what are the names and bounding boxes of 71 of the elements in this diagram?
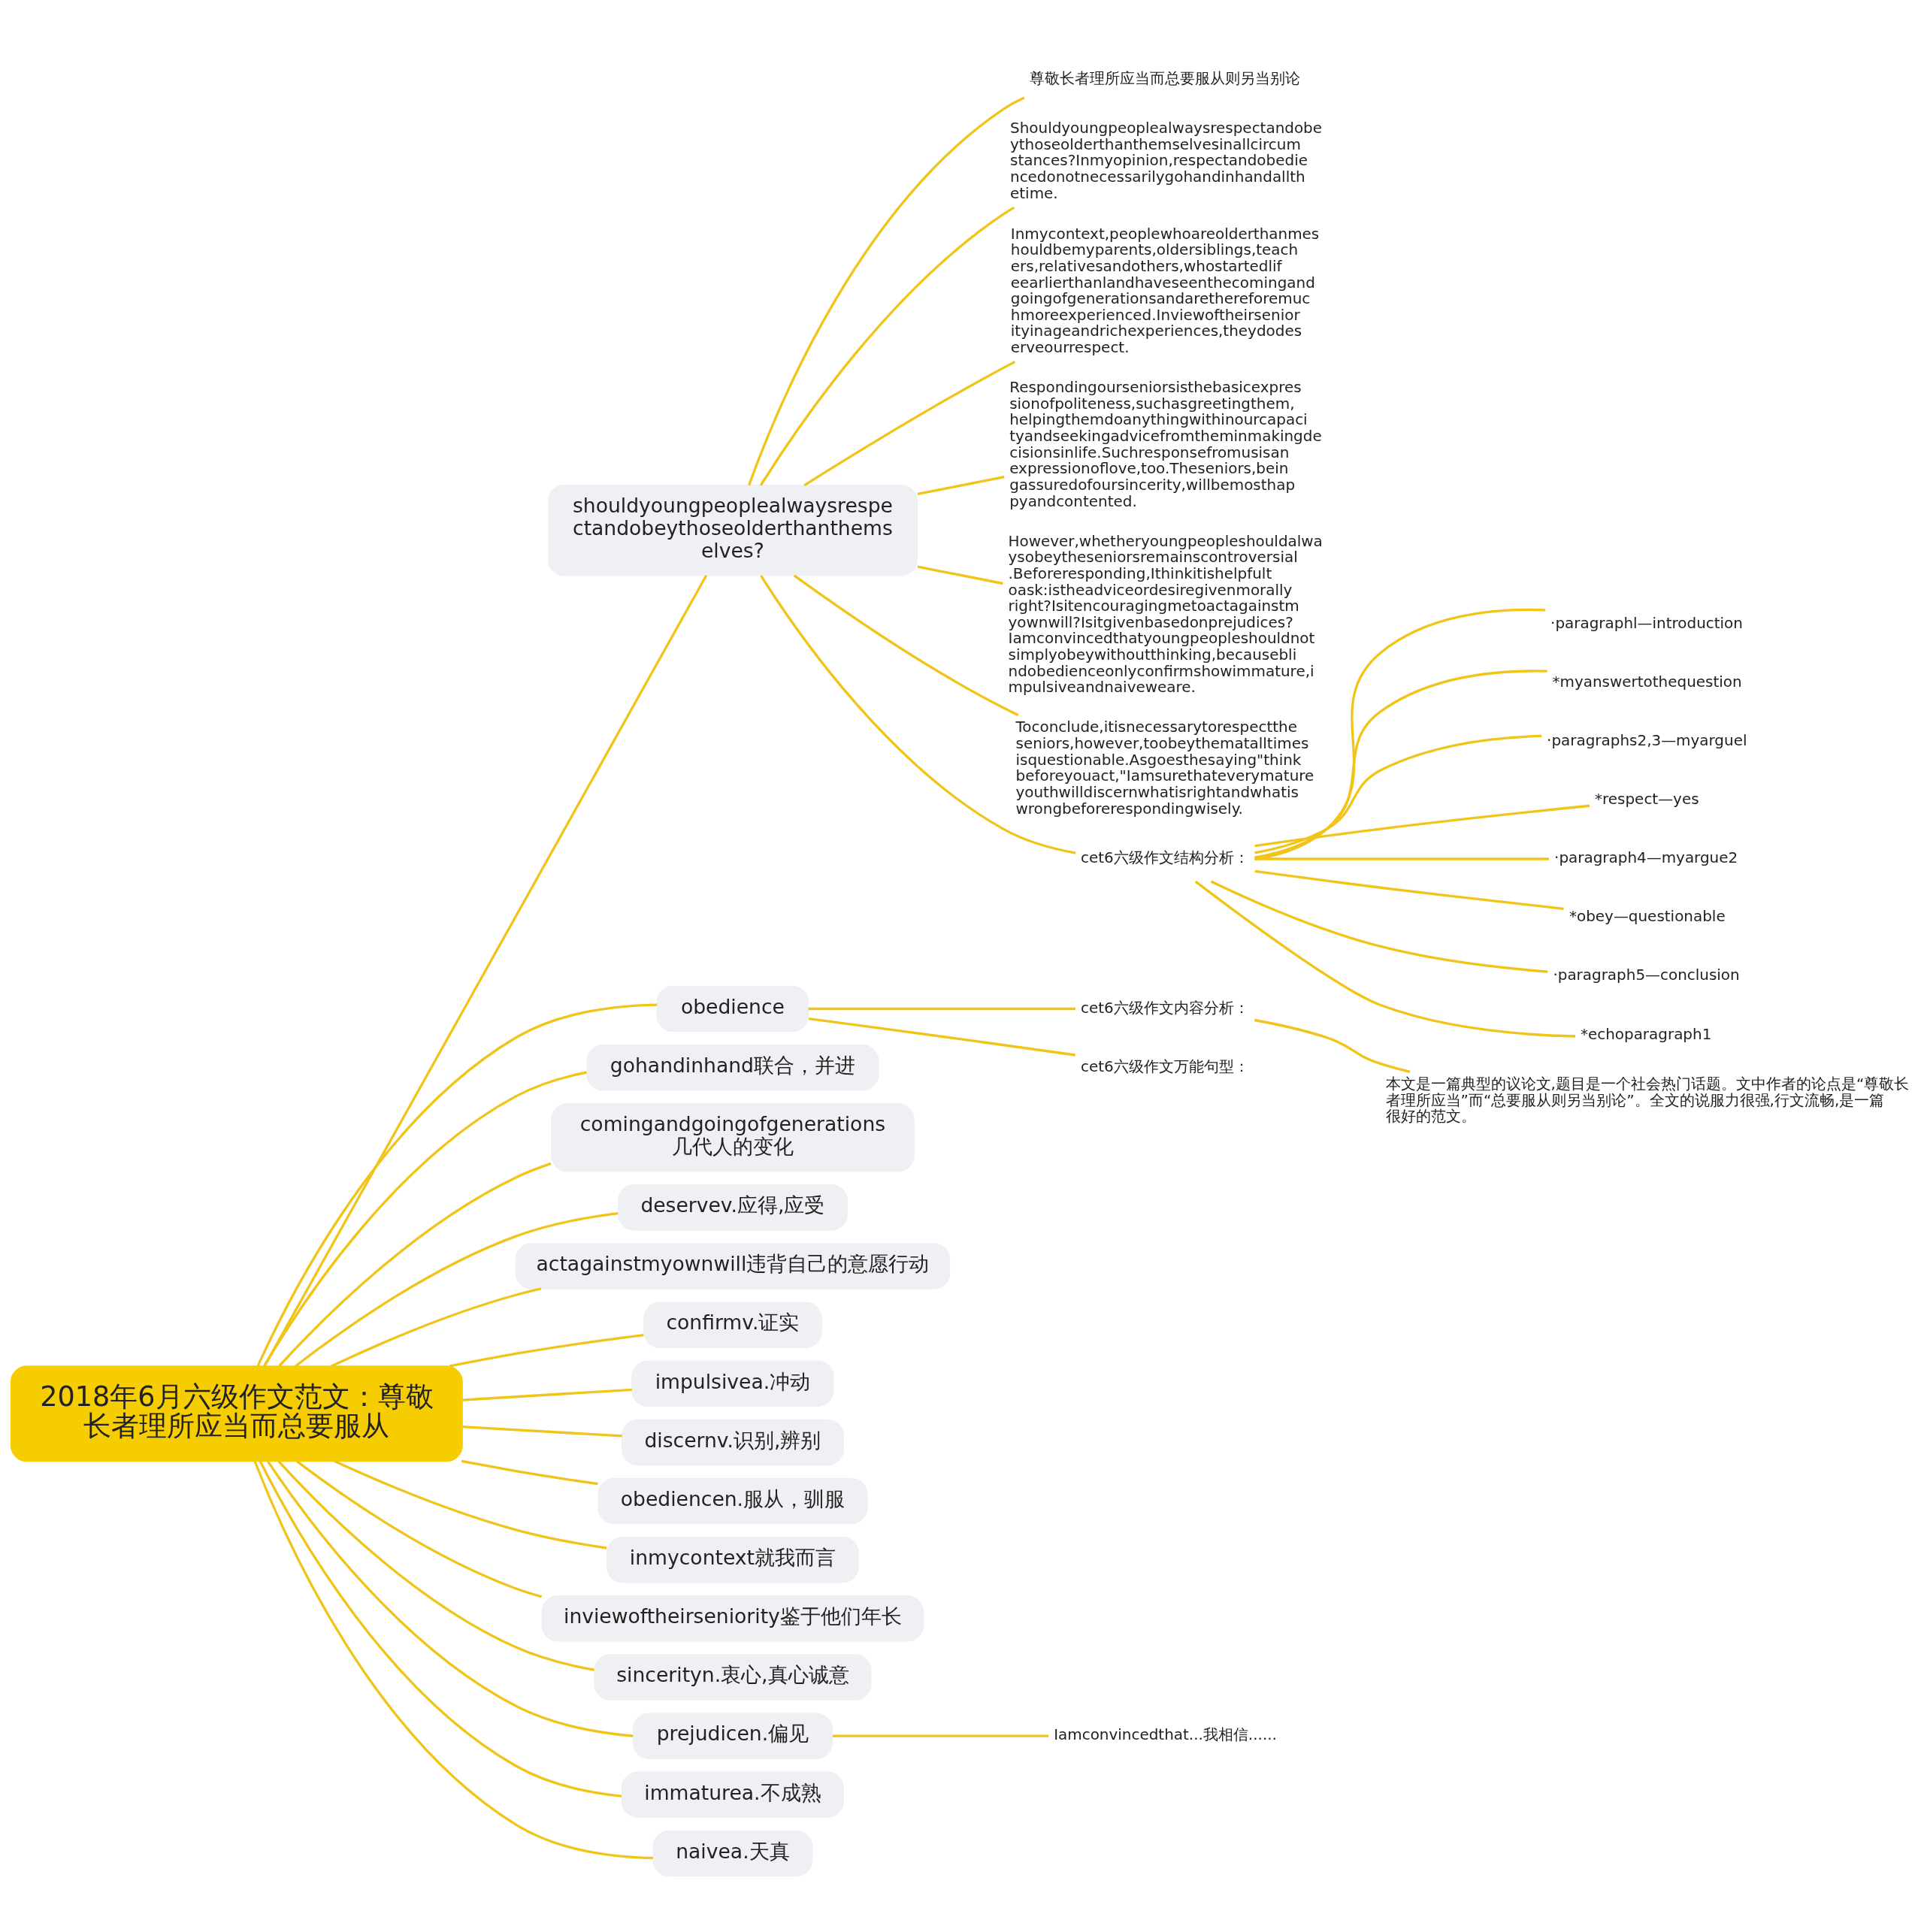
node-text: Iamconvincedthat...我相信...... [1054,1725,1277,1743]
node-text: *myanswertothequestion [1552,672,1742,691]
connector [263,574,708,1367]
connector [1254,869,1564,910]
connector [278,1162,552,1367]
node-text: 尊敬长者理所应当而总要服从则另当别论 [1029,68,1300,87]
node-box: discernv.识别,辨别 [621,1419,844,1465]
connector [803,360,1016,486]
node-box: shouldyoungpeoplealwaysrespectandobeythoseolderthanthemselves? [547,484,918,576]
node-text: cet6六级作文结构分析： [1080,848,1249,866]
connector [808,1017,1075,1057]
connector [259,1460,622,1797]
connector [267,1460,634,1737]
node-text: Shouldyoungpeoplealwaysrespectandobeythoseolderthanthemselvesinallcircumstances?Inmyopinion,respectandobediencedonotnecessarilygohandinhandallthetime. [1010,118,1323,202]
node-text: cet6六级作文万能句型： [1080,1057,1249,1075]
node-box: gohandinhand联合，并进 [586,1044,879,1090]
node-box: sincerityn.衷心,真心诚意 [594,1653,872,1701]
node-text: ·paragraph5—conclusion [1553,965,1740,984]
connector [449,1333,644,1368]
node-box: inviewoftheirseniority鉴于他们年长 [541,1595,924,1642]
connector [760,574,1076,854]
connector [917,564,1003,585]
node-text: ·paragraph4—myargue2 [1554,848,1738,866]
node-text: *obey—questionable [1569,906,1726,925]
node-text: 本文是一篇典型的议论文,题目是一个社会热门话题。文中作者的论点是“尊敬长者理所应当”而“总要服从则另当别论”。全文的说服力很强,行文流畅,是一篇很好的范文。 [1385,1074,1910,1125]
connector [277,1459,595,1671]
connector [808,1007,1075,1010]
connector [1194,880,1576,1038]
connector [1254,608,1546,860]
connector [1254,734,1542,854]
node-text: Inmycontext,peoplewhoareolderthanmeshouldbemyparents,oldersiblings,teachers,relativesandothers,whostartedlifeearlierthanlandhaveseenthecomingandgoingofgenerationsandarethereforemuchmoreexperienced.Inviewoftheirseniorityinageandrichexperiences,theydodeserveourrespect. [1010,224,1320,356]
connector [759,206,1015,486]
connector [462,1425,622,1438]
node-text: Toconclude,itisnecessarytorespecttheseniors,however,toobeythematalltimesisquestionable.Asgoesthesaying"thinkbeforeyouact,"Iamsurethateverymatureyouthwilldiscernwhatisrightandwhatiswrongbeforerespondingwisely. [1015,717,1314,817]
node-box: obediencen.服从，驯服 [597,1477,868,1524]
connector [462,1388,632,1401]
connector [832,1734,1049,1737]
node-box: confirmv.证实 [643,1301,822,1348]
node-box: naivea.天真 [652,1830,813,1876]
connector [296,1459,543,1598]
connector [331,1286,542,1367]
connector [793,574,1019,716]
node-text: However,whetheryoungpeopleshouldalwaysobeytheseniorsremainscontroversial.Beforeresponding,Ithinkitishelpfultoask:istheadviceordesiregivenmorallyright?Isitencouragingmetoactagainstmyownwill?Isitgivenbasedonprejudices?Iamconvincedthatyoungpeopleshouldnotsimplyobeywithoutthinking,becauseblindobedienceonlyconfirmshowimmature,impulsiveandnaiveweare. [1008,531,1323,696]
node-text: *respect—yes [1595,789,1699,808]
connector [256,1002,658,1366]
node-box: actagainstmyownwill违背自己的意愿行动 [515,1242,951,1290]
node-box: comingandgoingofgenerations 几代人的变化 [551,1102,915,1172]
connector [748,96,1025,485]
node-text: Respondingourseniorsisthebasicexpressionofpoliteness,suchasgreetingthem,helpingthemdoanythingwithinourcapacityandseekingadvicefromtheminmakingdecisionsinlife.Suchresponsefromusisanexpressionoflove,too.Theseniors,beingassuredofoursincerity,willbemosthappyandcontented. [1009,377,1322,510]
node-box: deservev.应得,应受 [617,1184,848,1231]
node-text: ·paragraphl—introduction [1550,613,1743,632]
node-text: cet6六级作文内容分析： [1080,998,1249,1017]
connector [1210,879,1548,973]
node-box: prejudicen.偏见 [632,1712,833,1759]
node-box: immaturea.不成熟 [621,1771,844,1818]
connector [1254,1018,1411,1073]
connector [253,1460,653,1859]
connector [461,1459,598,1485]
connector [295,1211,619,1367]
node-text: ·paragraphs2,3—myarguel [1547,730,1747,749]
node-box: 2018年6月六级作文范文：尊敬长者理所应当而总要服从 [10,1365,463,1462]
connector [1254,669,1547,859]
connector [263,1070,587,1366]
connector [917,475,1005,495]
node-box: impulsivea.冲动 [631,1360,834,1407]
connector [1254,804,1590,847]
connector [1254,857,1549,860]
connector [334,1459,607,1550]
node-box: inmycontext就我而言 [607,1536,859,1583]
node-box: obedience [656,985,809,1032]
node-text: *echoparagraph1 [1580,1024,1712,1043]
